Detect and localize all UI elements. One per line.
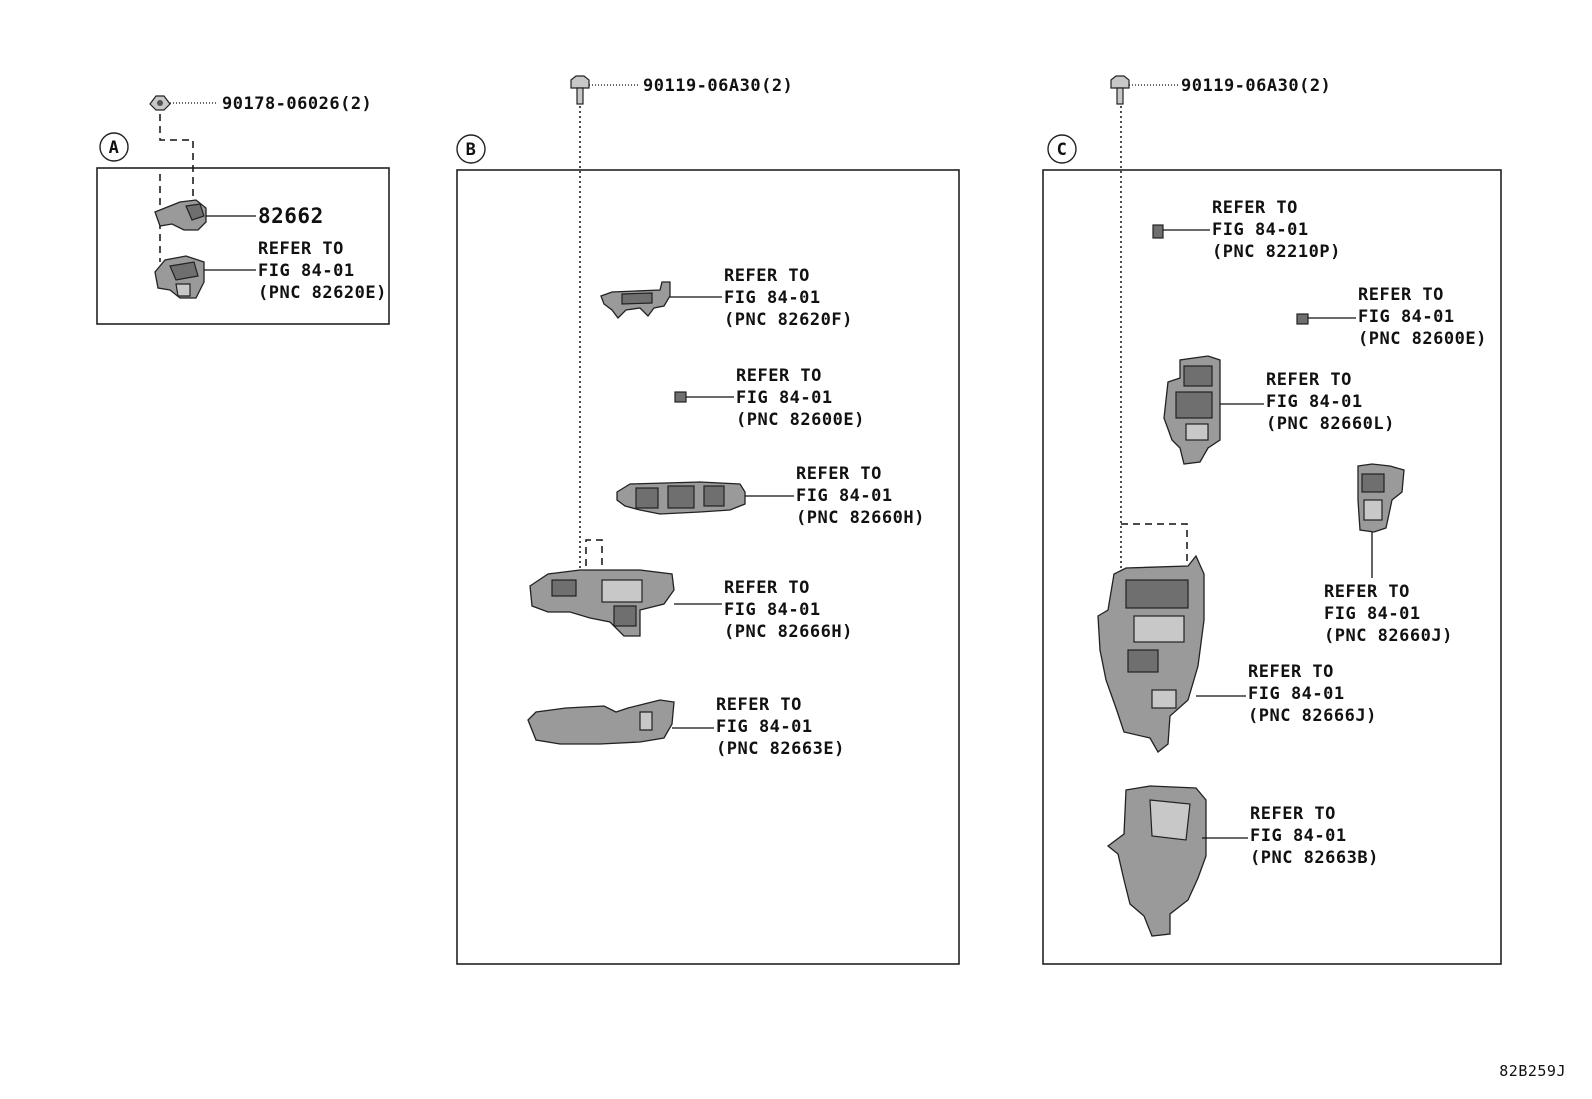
install-line (585, 539, 603, 590)
connector-bar-icon (600, 281, 671, 319)
refer-line: (PNC 82660H) (796, 508, 925, 528)
relay-block-icon (1357, 463, 1405, 533)
section-a: A 90178-06026(2) 82662 REFER TO FIG 84-0… (96, 94, 390, 325)
refer-line: FIG 84-01 (716, 717, 813, 737)
refer-line: FIG 84-01 (1248, 684, 1345, 704)
refer-line: REFER TO (716, 695, 802, 715)
fuse-icon (1296, 313, 1309, 325)
junction-box-icon (1097, 554, 1205, 753)
refer-line: REFER TO (1266, 370, 1352, 390)
section-b-fastener-label: 90119-06A30(2) (643, 76, 793, 96)
relay-block-icon (616, 481, 746, 515)
refer-line: FIG 84-01 (724, 600, 821, 620)
bolt-icon (1110, 75, 1130, 105)
refer-line: FIG 84-01 (1358, 307, 1455, 327)
relay-icon (1152, 224, 1164, 239)
section-a-part-number: 82662 (258, 204, 324, 228)
refer-line: FIG 84-01 (736, 388, 833, 408)
refer-line: REFER TO (736, 366, 822, 386)
refer-line: (PNC 82620E) (258, 283, 387, 303)
section-a-marker (99, 132, 129, 162)
bracket-icon (154, 199, 207, 231)
cover-icon (1106, 785, 1207, 937)
section-c-marker (1047, 134, 1077, 164)
refer-line: FIG 84-01 (796, 486, 893, 506)
refer-line: (PNC 82660L) (1266, 414, 1395, 434)
nut-icon (149, 95, 171, 111)
refer-line: FIG 84-01 (1250, 826, 1347, 846)
refer-line: REFER TO (1212, 198, 1298, 218)
drawing-id: 82B259J (1499, 1062, 1566, 1080)
refer-line: (PNC 82666J) (1248, 706, 1377, 726)
refer-line: REFER TO (1250, 804, 1336, 824)
section-b-frame (456, 169, 960, 965)
fuse-icon (674, 391, 687, 403)
bolt-icon (570, 75, 590, 105)
refer-line: REFER TO (1248, 662, 1334, 682)
section-c: C 90119-06A30(2) REFER TO FIG 84-01 (PNC… (1042, 75, 1502, 965)
refer-line: REFER TO (796, 464, 882, 484)
section-a-frame (96, 167, 390, 325)
refer-line: FIG 84-01 (1212, 220, 1309, 240)
install-line (159, 114, 194, 200)
refer-line: (PNC 82620F) (724, 310, 853, 330)
refer-line: REFER TO (258, 239, 344, 259)
refer-line: REFER TO (1324, 582, 1410, 602)
cover-icon (527, 699, 675, 745)
section-a-fastener-label: 90178-06026(2) (222, 94, 372, 114)
section-c-fastener-label: 90119-06A30(2) (1181, 76, 1331, 96)
refer-line: FIG 84-01 (258, 261, 355, 281)
junction-box-icon (529, 569, 675, 637)
section-b: B 90119-06A30(2) REFER TO FIG 84-01 (PNC… (456, 75, 960, 965)
refer-line: (PNC 82210P) (1212, 242, 1341, 262)
refer-line: REFER TO (1358, 285, 1444, 305)
relay-block-icon (1163, 355, 1221, 465)
install-line (1121, 523, 1188, 570)
section-c-letter: C (1057, 140, 1068, 160)
refer-line: (PNC 82666H) (724, 622, 853, 642)
section-b-letter: B (466, 140, 477, 160)
refer-line: FIG 84-01 (724, 288, 821, 308)
section-b-marker (456, 134, 486, 164)
section-c-frame (1042, 169, 1502, 965)
relay-block-icon (154, 255, 205, 299)
refer-line: (PNC 82660J) (1324, 626, 1453, 646)
refer-line: (PNC 82600E) (1358, 329, 1487, 349)
refer-line: FIG 84-01 (1266, 392, 1363, 412)
refer-line: (PNC 82600E) (736, 410, 865, 430)
refer-line: (PNC 82663B) (1250, 848, 1379, 868)
refer-line: REFER TO (724, 266, 810, 286)
refer-line: (PNC 82663E) (716, 739, 845, 759)
section-a-letter: A (109, 138, 120, 158)
refer-line: FIG 84-01 (1324, 604, 1421, 624)
refer-line: REFER TO (724, 578, 810, 598)
